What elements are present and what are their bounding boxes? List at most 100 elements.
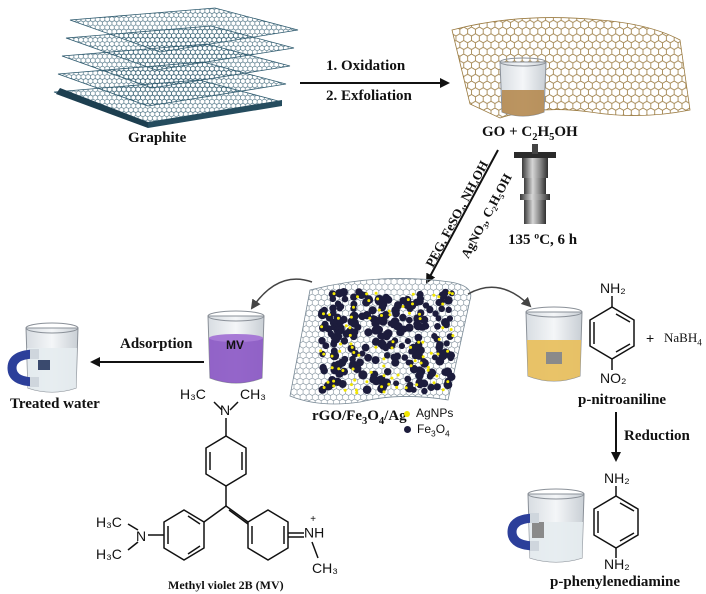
ag-nanoparticle [436,352,440,356]
ag-nanoparticle [350,383,353,387]
ag-nanoparticle [432,293,436,297]
fe3o4-particle [393,352,401,360]
fe3o4-particle [318,337,326,345]
fe3o4-particle [443,367,453,377]
ag-nanoparticle [352,351,356,354]
ag-nanoparticle [349,342,353,346]
mv-structure [127,401,319,561]
ag-nanoparticle [387,382,391,386]
fe-dot-icon [404,426,411,434]
fe3o4-particle [347,327,355,335]
ag-nanoparticle [380,314,383,317]
composite-label: rGO/Fe3O4/Ag [312,408,407,427]
pna-name: p-nitroaniline [578,392,667,408]
fe3o4-particle [384,368,392,376]
magnet-icon [7,349,39,387]
fe3o4-particle [404,338,411,345]
fe3o4-particle [335,289,344,298]
fe3o4-particle [334,300,342,308]
pna-ring [589,296,635,370]
ag-nanoparticle [322,386,326,389]
fe3o4-particle [443,340,450,347]
fe3o4-particle [407,301,417,310]
fe3o4-particle [321,368,327,375]
fe3o4-particle [355,288,363,296]
fe3o4-particle [422,302,430,309]
fe3o4-particle [379,341,388,350]
fe3o4-particle [420,315,429,324]
fe3o4-particle [404,375,412,383]
ag-nanoparticle [419,361,423,365]
ag-nanoparticle [330,366,334,370]
fe3o4-particle [399,313,407,322]
go-label: GO + C2H5OH [482,124,578,143]
ag-nanoparticle [441,388,445,392]
ag-nanoparticle [354,388,358,392]
legend-ag: AgNPs [404,406,453,420]
fe3o4-particle [431,354,438,361]
ag-nanoparticle [441,302,445,306]
ag-nanoparticle [339,342,342,346]
fe3o4-particle [408,348,415,355]
go-sheet [451,17,691,119]
pna-no2: NO₂ [600,370,627,386]
fe3o4-particle [421,387,428,395]
mv-name: Methyl violet 2B (MV) [168,578,284,592]
fe3o4-particle [435,315,442,322]
ag-nanoparticle [326,380,330,384]
ag-nanoparticle [348,333,352,337]
fe3o4-particle [438,305,446,313]
ag-nanoparticle [432,381,436,385]
fe3o4-particle [341,295,349,303]
ag-nanoparticle [322,352,326,356]
pna-beaker [525,306,583,382]
ag-nanoparticle [380,385,384,389]
ag-nanoparticle [415,383,419,387]
ag-nanoparticle [437,295,441,299]
fe3o4-particle [368,306,377,315]
fe3o4-particle [356,358,364,367]
ag-nanoparticle [332,379,336,383]
ag-nanoparticle [369,370,373,374]
fe3o4-particle [329,304,337,313]
ppd-nh2-top: NH₂ [604,470,630,486]
ag-nanoparticle [421,355,425,359]
ag-nanoparticle [417,340,421,344]
ppd-name: p-phenylenediamine [550,574,681,590]
ag-nanoparticle [401,305,405,308]
ag-nanoparticle [338,349,342,353]
fe3o4-particle [433,383,441,391]
fe3o4-particle [329,295,337,303]
ag-nanoparticle [426,368,430,372]
ag-nanoparticle [343,388,347,392]
ag-nanoparticle [396,373,400,377]
adsorption-label: Adsorption [120,336,193,352]
ag-nanoparticle [447,291,451,295]
final-beaker [527,488,585,563]
ag-nanoparticle [337,367,341,371]
ag-nanoparticle [446,380,450,384]
fe3o4-particle [340,337,349,345]
ag-nanoparticle [365,292,369,296]
fe3o4-particle [405,359,412,366]
ag-nanoparticle [382,390,386,394]
fe3o4-particle [447,354,454,362]
mv-top-ch3: CH₃ [240,386,266,402]
fe3o4-particle [369,315,378,323]
ag-nanoparticle [413,359,417,363]
fe3o4-particle [426,306,434,314]
pna-nh2: NH₂ [600,280,626,296]
fe3o4-particle [406,316,413,324]
ag-nanoparticle [374,291,378,295]
mv-beaker-label: MV [226,338,244,352]
ag-dot-icon [404,410,410,417]
ag-nanoparticle [350,345,354,349]
fe3o4-particle [435,343,444,352]
ag-nanoparticle [408,311,411,315]
fe3o4-particle [416,346,425,355]
fe3o4-particle [401,354,409,361]
ag-nanoparticle [356,295,359,299]
pna-reductant: NaBH4 [664,330,702,348]
fe3o4-particle [359,350,366,357]
